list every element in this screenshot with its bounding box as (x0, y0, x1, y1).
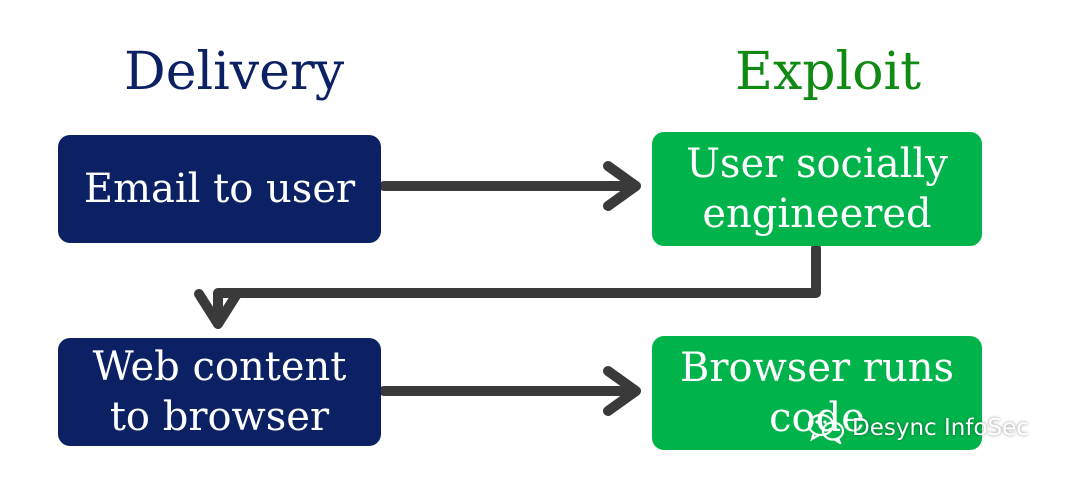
user-socially-engineered-label: User socially engineered (686, 139, 948, 239)
email-to-user-label: Email to user (84, 164, 355, 214)
email-to-user-box: Email to user (58, 135, 381, 243)
exploit-heading: Exploit (735, 42, 922, 102)
box-line: engineered (702, 191, 932, 237)
arrow-social-to-web (194, 243, 821, 329)
web-content-to-browser-label: Web content to browser (93, 342, 347, 442)
box-line: Browser runs (679, 345, 955, 391)
box-line: Web content (92, 344, 347, 390)
watermark-text: Desync InfoSec (852, 415, 1029, 441)
user-socially-engineered-box: User socially engineered (652, 132, 982, 246)
box-line: User socially (686, 141, 948, 187)
arrow-email-to-social (379, 161, 641, 211)
arrow-web-to-runs (379, 366, 641, 416)
web-content-to-browser-box: Web content to browser (58, 338, 381, 446)
delivery-heading: Delivery (124, 42, 345, 102)
browser-runs-code-box: Browser runs code (652, 336, 982, 450)
wechat-icon (807, 413, 845, 444)
watermark: Desync InfoSec (806, 412, 1029, 444)
browser-runs-code-label: Browser runs code (680, 343, 954, 443)
box-line: to browser (109, 394, 330, 440)
box-line: Email to user (83, 166, 356, 212)
